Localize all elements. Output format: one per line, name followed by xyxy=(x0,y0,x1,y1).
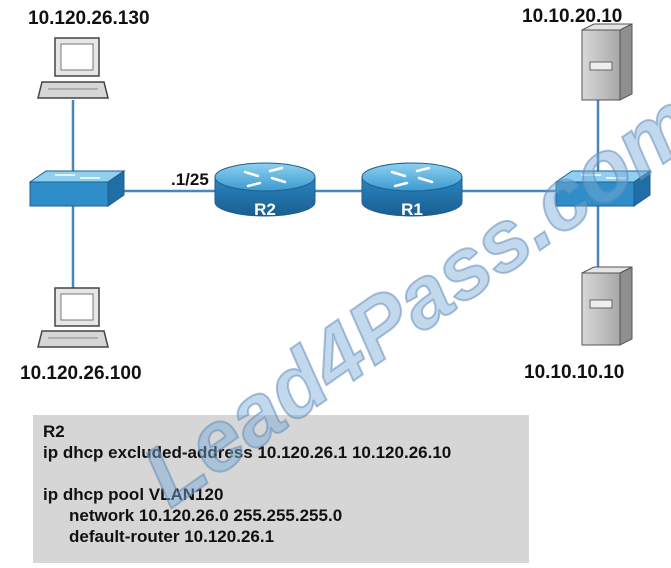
router-r2-label: R2 xyxy=(254,200,276,219)
pc-bottom-ip-label: 10.120.26.100 xyxy=(20,363,142,384)
config-title: R2 xyxy=(43,422,65,441)
config-default-router: default-router 10.120.26.1 xyxy=(69,527,275,546)
config-pool: ip dhcp pool VLAN120 xyxy=(43,485,224,504)
switch-right-icon xyxy=(554,170,652,207)
pc-top-icon xyxy=(37,37,109,99)
links xyxy=(71,100,600,290)
router-r1-label: R1 xyxy=(401,200,423,219)
server-bottom-icon xyxy=(581,266,633,346)
router-r2-icon xyxy=(214,162,316,217)
server-bottom-ip-label: 10.10.10.10 xyxy=(524,362,625,383)
r2-interface-label: .1/25 xyxy=(171,170,209,189)
pc-top-ip-label: 10.120.26.130 xyxy=(28,8,150,29)
switch-left-icon xyxy=(28,170,126,207)
pc-bottom-icon xyxy=(37,287,109,348)
config-network: network 10.120.26.0 255.255.255.0 xyxy=(69,506,343,525)
config-box: R2 ip dhcp excluded-address 10.120.26.1 … xyxy=(33,415,529,563)
config-gap xyxy=(43,463,519,484)
config-excluded-address: ip dhcp excluded-address 10.120.26.1 10.… xyxy=(43,443,452,462)
server-top-ip-label: 10.10.20.10 xyxy=(522,6,623,27)
router-r1-icon xyxy=(361,162,463,217)
server-top-icon xyxy=(581,23,633,101)
